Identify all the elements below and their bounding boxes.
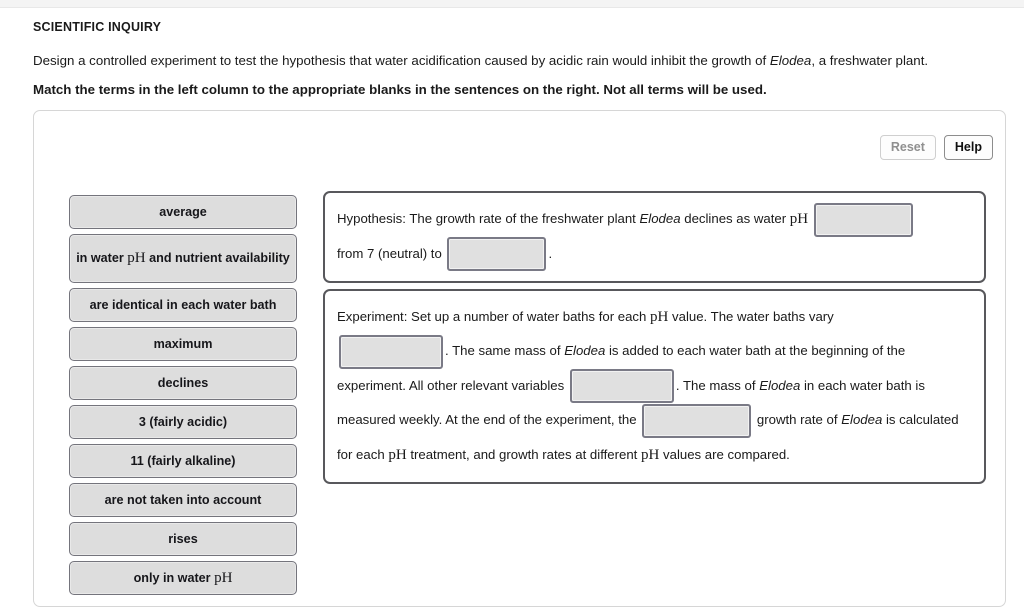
term-tile-only-in-water-ph[interactable]: only in water pH bbox=[69, 561, 297, 595]
term-label: 3 (fairly acidic) bbox=[138, 415, 228, 429]
term-tile-three-acidic[interactable]: 3 (fairly acidic) bbox=[69, 405, 297, 439]
experiment-text-1: Experiment: Set up a number of water bat… bbox=[337, 309, 651, 325]
instruction-text: Match the terms in the left column to th… bbox=[33, 82, 767, 97]
ph-glyph: pH bbox=[388, 446, 407, 463]
term-tile-are-identical[interactable]: are identical in each water bath bbox=[69, 288, 297, 322]
experiment-box: Experiment: Set up a number of water bat… bbox=[323, 289, 986, 484]
hypothesis-text-1: Hypothesis: The growth rate of the fresh… bbox=[337, 211, 640, 226]
term-label: only in water pH bbox=[133, 569, 233, 586]
experiment-elodea-1: Elodea bbox=[564, 343, 606, 359]
prompt-part-1: Design a controlled experiment to test t… bbox=[33, 53, 770, 68]
toolbar: Reset Help bbox=[879, 135, 993, 160]
experiment-text-2: value. The water baths vary bbox=[668, 309, 834, 325]
term-tile-in-water-ph[interactable]: in water pH and nutrient availability bbox=[69, 234, 297, 283]
ph-glyph: pH bbox=[214, 569, 233, 586]
experiment-text-6: in each water bath is measured weekly. A… bbox=[337, 377, 925, 428]
experiment-text-8: is calculated for each bbox=[337, 412, 959, 462]
section-title: SCIENTIFIC INQUIRY bbox=[33, 20, 162, 34]
term-tile-average[interactable]: average bbox=[69, 195, 297, 229]
term-tile-eleven-alkaline[interactable]: 11 (fairly alkaline) bbox=[69, 444, 297, 478]
sentence-column: Hypothesis: The growth rate of the fresh… bbox=[323, 191, 986, 490]
ph-glyph: pH bbox=[641, 446, 660, 463]
ph-glyph: pH bbox=[650, 309, 669, 326]
experiment-text-7: growth rate of bbox=[753, 412, 842, 428]
experiment-elodea-3: Elodea bbox=[841, 412, 883, 428]
term-tile-not-taken-into-account[interactable]: are not taken into account bbox=[69, 483, 297, 517]
top-chrome-strip bbox=[0, 0, 1024, 8]
hypothesis-text-3: from 7 (neutral) to bbox=[337, 245, 446, 261]
ph-glyph: pH bbox=[789, 211, 809, 227]
term-label: maximum bbox=[153, 337, 213, 351]
term-label: declines bbox=[157, 376, 209, 390]
term-label: are not taken into account bbox=[104, 493, 262, 507]
term-label: are identical in each water bath bbox=[89, 298, 277, 312]
term-label: in water pH and nutrient availability bbox=[76, 250, 290, 266]
hypothesis-text-4: . bbox=[548, 245, 553, 261]
prompt-text: Design a controlled experiment to test t… bbox=[33, 52, 1008, 69]
experiment-text-10: values are compared. bbox=[659, 446, 790, 462]
term-label: rises bbox=[168, 532, 198, 546]
reset-button[interactable]: Reset bbox=[879, 135, 936, 160]
blank-experiment-2[interactable] bbox=[569, 369, 674, 404]
experiment-text-3: . The same mass of bbox=[445, 343, 565, 359]
help-button[interactable]: Help bbox=[943, 135, 993, 160]
experiment-text-4: is added to each water bath at the begin… bbox=[337, 343, 906, 393]
hypothesis-text-2: declines as water bbox=[680, 211, 790, 226]
term-label: 11 (fairly alkaline) bbox=[130, 454, 236, 468]
term-tile-rises[interactable]: rises bbox=[69, 522, 297, 556]
hypothesis-elodea-1: Elodea bbox=[639, 211, 681, 226]
term-bank: average in water pH and nutrient availab… bbox=[69, 195, 297, 600]
prompt-elodea-italic: Elodea bbox=[769, 53, 812, 68]
activity-panel: Reset Help average in water pH and nutri… bbox=[33, 110, 1006, 607]
blank-experiment-1[interactable] bbox=[339, 334, 443, 369]
term-tile-maximum[interactable]: maximum bbox=[69, 327, 297, 361]
prompt-part-2: , a freshwater plant. bbox=[811, 53, 929, 68]
blank-hypothesis-1[interactable] bbox=[813, 202, 913, 237]
hypothesis-box: Hypothesis: The growth rate of the fresh… bbox=[323, 191, 986, 284]
experiment-text-5: . The mass of bbox=[675, 377, 760, 393]
experiment-text-9: treatment, and growth rates at different bbox=[406, 446, 642, 462]
term-tile-declines[interactable]: declines bbox=[69, 366, 297, 400]
blank-experiment-3[interactable] bbox=[642, 403, 752, 438]
blank-hypothesis-2[interactable] bbox=[447, 237, 547, 272]
ph-glyph: pH bbox=[127, 250, 146, 266]
term-label: average bbox=[159, 205, 207, 219]
experiment-elodea-2: Elodea bbox=[759, 377, 801, 393]
